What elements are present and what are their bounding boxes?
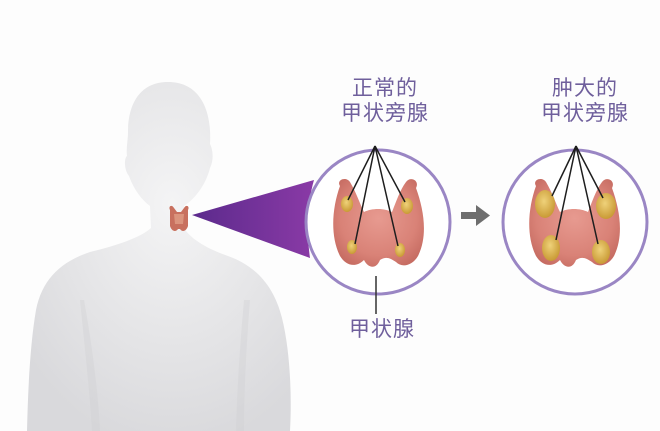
enlarged-label-line2: 甲状旁腺	[541, 101, 629, 125]
normal-label-line1: 正常的	[352, 76, 418, 100]
thyroid-label: 甲状腺	[349, 317, 415, 341]
normal-label-line2: 甲状旁腺	[341, 101, 429, 125]
enlarged-parathyroid-circle	[501, 145, 649, 296]
callout-wedge	[192, 180, 314, 258]
enlarged-parathyroid-label: 肿大的 甲状旁腺	[522, 76, 648, 126]
right-arrow-icon	[461, 205, 490, 226]
enlarged-label-line1: 肿大的	[552, 76, 618, 100]
human-silhouette	[27, 82, 291, 431]
small-thyroid-icon	[169, 205, 189, 231]
normal-parathyroid-label: 正常的 甲状旁腺	[322, 76, 448, 126]
normal-parathyroid-circle	[304, 145, 452, 314]
